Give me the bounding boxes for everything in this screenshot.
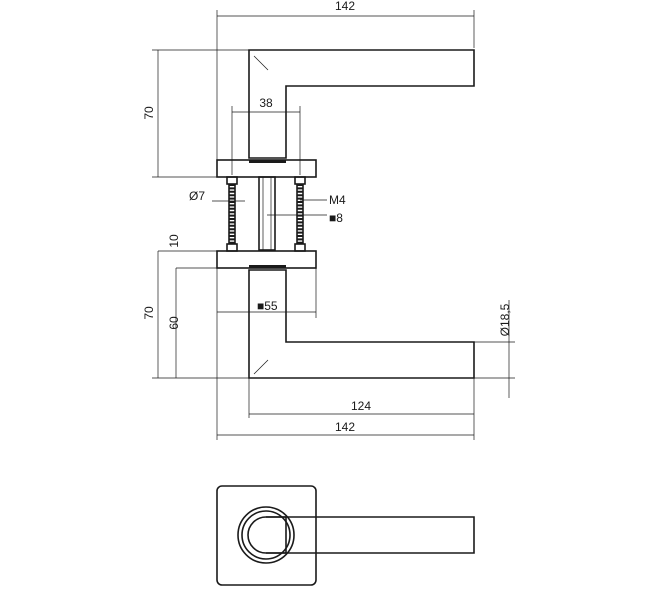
dim-lever-length-label: 124 — [351, 399, 371, 413]
dim-rose-spacing-label: 38 — [259, 96, 273, 110]
lower-rose-boss — [249, 265, 286, 268]
top-view-rose — [216, 485, 317, 586]
dim-overall-top — [216, 10, 475, 160]
dim-grip-dia-label: Ø18,5 — [498, 303, 512, 336]
top-view — [216, 485, 475, 586]
top-view-lever — [247, 516, 475, 554]
right-screw — [296, 184, 304, 244]
dim-rose-square-label: ■55 — [257, 299, 278, 313]
lower-left-nut — [226, 243, 238, 252]
left-screw — [228, 184, 236, 244]
dim-thread-label: M4 — [329, 193, 346, 207]
top-view-lever-neck — [266, 516, 287, 554]
lower-right-nut — [294, 243, 306, 252]
dim-height-upper-label: 70 — [142, 106, 156, 120]
upper-lever-bevel — [253, 55, 269, 71]
dim-overall-top-label: 142 — [335, 0, 355, 13]
dim-screw-dia-label: Ø7 — [189, 189, 205, 203]
lower-lever — [248, 269, 475, 379]
dim-height-lower — [152, 251, 249, 379]
top-view-inner-ring — [241, 510, 291, 560]
dim-rose-square — [216, 268, 317, 440]
upper-right-nut — [294, 176, 306, 185]
dim-grip-dia — [474, 300, 515, 398]
dim-lever-length — [248, 378, 475, 440]
spindle — [258, 176, 276, 251]
dim-overall-bottom-label: 142 — [335, 420, 355, 434]
top-view-outer-ring — [237, 506, 295, 564]
dim-spindle-label: ■8 — [329, 211, 343, 225]
lower-lever-bevel — [253, 359, 269, 375]
upper-left-nut — [226, 176, 238, 185]
dim-height-sixty-label: 60 — [167, 316, 181, 330]
dim-door-offset — [158, 250, 217, 269]
dim-door-offset-label: 10 — [167, 234, 181, 248]
dim-height-lower-label: 70 — [142, 306, 156, 320]
dim-rose-spacing — [231, 106, 301, 175]
upper-lever — [248, 49, 475, 159]
upper-rose-boss — [249, 160, 286, 163]
dim-height-upper — [152, 49, 249, 178]
